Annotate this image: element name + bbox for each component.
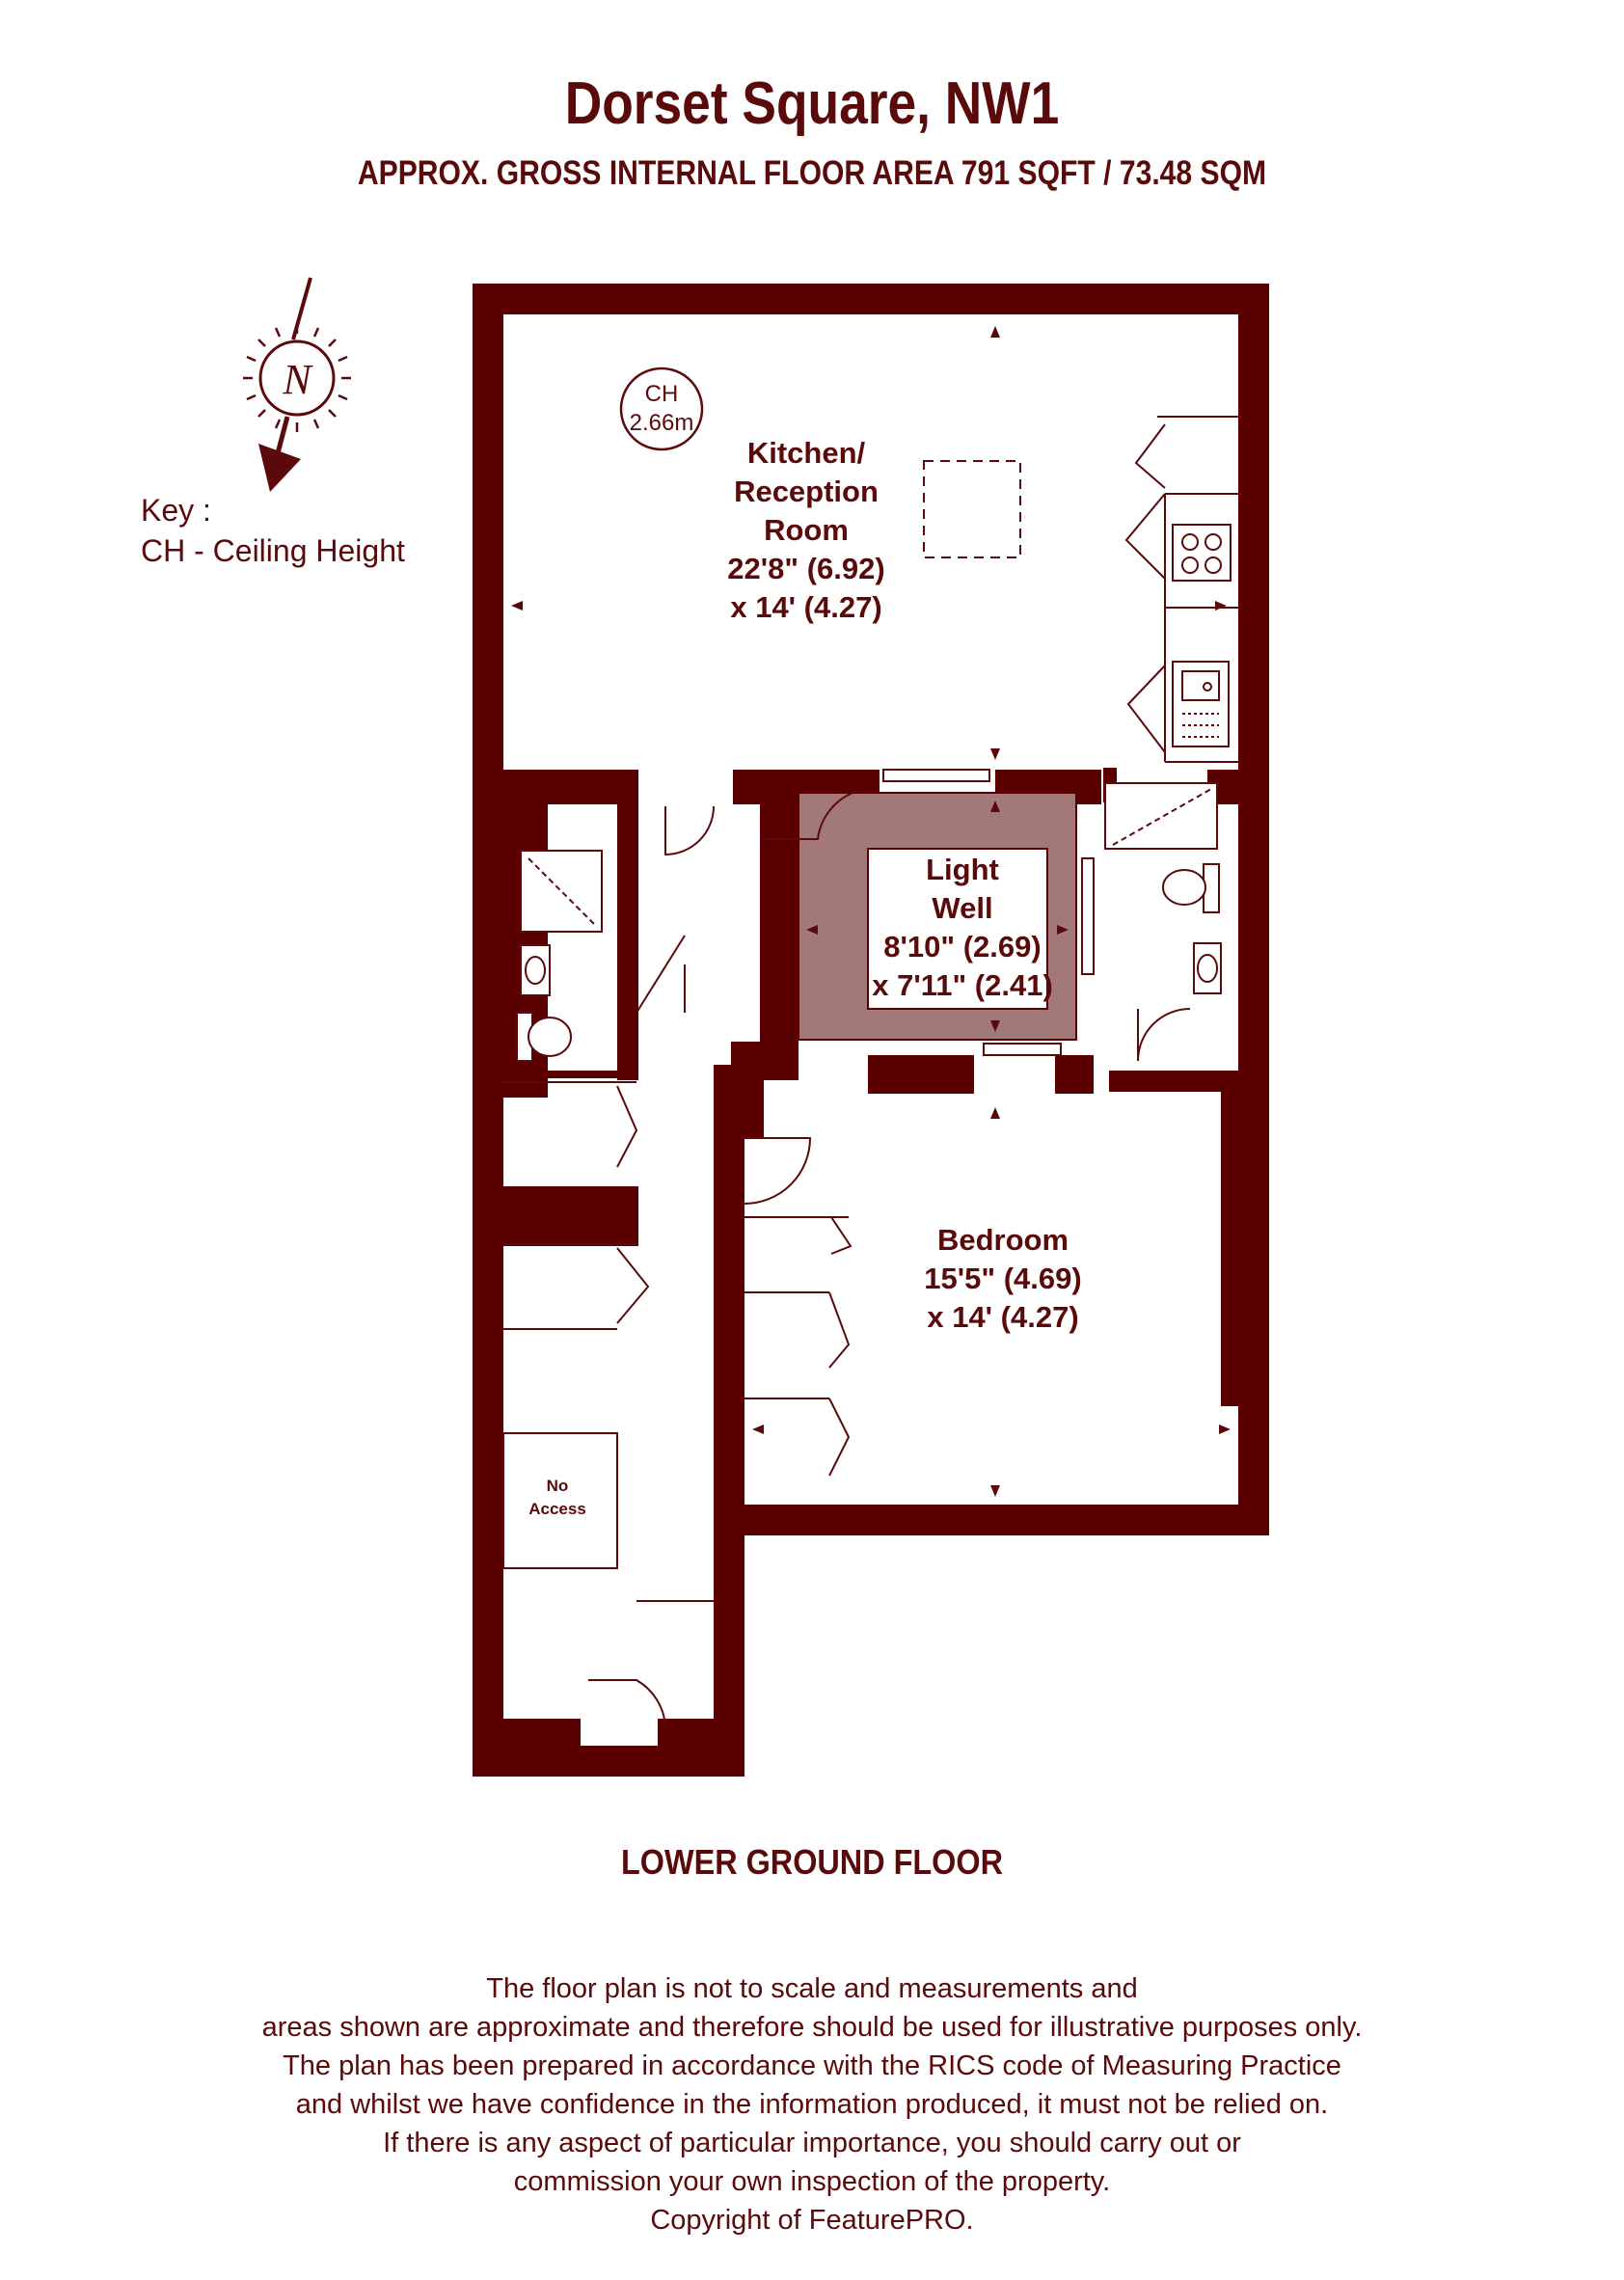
no-access-label-2: Access [528, 1500, 586, 1518]
kitchen-label-3: Room [764, 513, 849, 547]
disclaimer-line: The plan has been prepared in accordance… [283, 2050, 1341, 2081]
compass-label: N [282, 356, 313, 403]
bedroom-dim-2: x 14' (4.27) [927, 1300, 1078, 1334]
disclaimer-line: The floor plan is not to scale and measu… [486, 1973, 1138, 2004]
fixtures [516, 524, 1232, 1062]
ceiling-height-marker [619, 366, 704, 451]
floor-area: APPROX. GROSS INTERNAL FLOOR AREA 791 SQ… [357, 154, 1267, 192]
bedroom-label: Bedroom [937, 1223, 1069, 1257]
measure-arrows [511, 326, 1231, 1497]
lightwell-dim-1: 8'10" (2.69) [883, 930, 1041, 964]
kitchen-label-1: Kitchen/ [747, 436, 866, 470]
disclaimer-line: commission your own inspection of the pr… [513, 2166, 1111, 2197]
lightwell-label-2: Well [932, 891, 992, 925]
kitchen-label-2: Reception [734, 475, 879, 508]
ceiling-value: 2.66m [630, 410, 694, 436]
plan-title: Dorset Square, NW1 [564, 70, 1060, 137]
walls [473, 284, 1269, 1777]
key-heading: Key : [141, 493, 211, 528]
kitchen-dim-1: 22'8" (6.92) [727, 552, 884, 585]
disclaimer-line: and whilst we have confidence in the inf… [295, 2089, 1329, 2120]
lightwell-label-1: Light [926, 853, 999, 886]
compass-icon [243, 277, 351, 492]
lightwell-dim-2: x 7'11" (2.41) [872, 968, 1053, 1002]
no-access-label-1: No [547, 1477, 569, 1495]
disclaimer-line: Copyright of FeaturePRO. [650, 2205, 974, 2236]
doors [588, 423, 1191, 1727]
disclaimer-line: areas shown are approximate and therefor… [261, 2012, 1363, 2043]
floor-label: LOWER GROUND FLOOR [621, 1842, 1003, 1882]
partitions [502, 416, 1238, 1602]
ceiling-code: CH [645, 381, 679, 407]
island-outline [923, 460, 1021, 558]
disclaimer-line: If there is any aspect of particular imp… [383, 2128, 1241, 2158]
key-entry: CH - Ceiling Height [141, 533, 405, 568]
disclaimer: The floor plan is not to scale and measu… [0, 1969, 1624, 2239]
kitchen-dim-2: x 14' (4.27) [730, 590, 881, 624]
bedroom-dim-1: 15'5" (4.69) [924, 1262, 1081, 1295]
windows [882, 769, 1095, 1056]
key-legend: Key : CH - Ceiling Height [141, 490, 405, 571]
